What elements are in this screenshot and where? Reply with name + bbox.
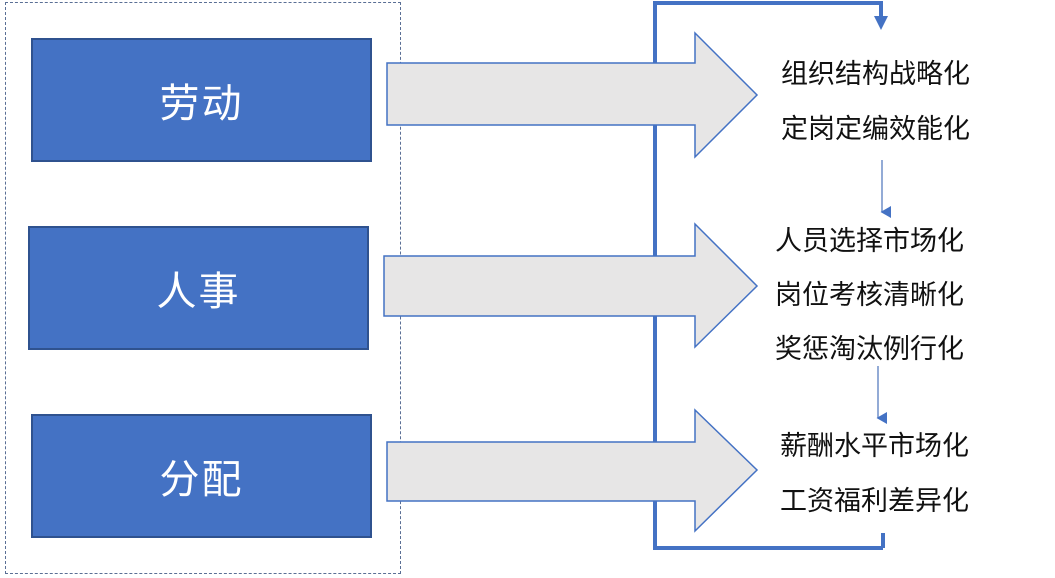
result-line: 人员选择市场化	[775, 226, 964, 257]
category-box-personnel: 人事	[28, 226, 369, 350]
category-box-distribution: 分配	[31, 414, 372, 538]
category-label-labor: 劳动	[159, 81, 244, 127]
result-line: 岗位考核清晰化	[775, 280, 964, 311]
result-line: 定岗定编效能化	[781, 114, 970, 145]
result-line: 薪酬水平市场化	[780, 431, 969, 462]
result-line: 工资福利差异化	[780, 486, 969, 517]
arrow-labor	[386, 31, 759, 159]
arrow-personnel	[383, 222, 759, 349]
category-label-distribution: 分配	[159, 457, 244, 503]
feedback-loop-arrowhead	[874, 16, 888, 30]
category-box-labor: 劳动	[31, 38, 372, 162]
result-line: 奖惩淘汰例行化	[775, 334, 964, 365]
arrow-distribution	[386, 408, 759, 533]
feedback-loop-line	[653, 1, 885, 550]
category-label-personnel: 人事	[156, 269, 241, 315]
result-line: 组织结构战略化	[781, 59, 970, 90]
